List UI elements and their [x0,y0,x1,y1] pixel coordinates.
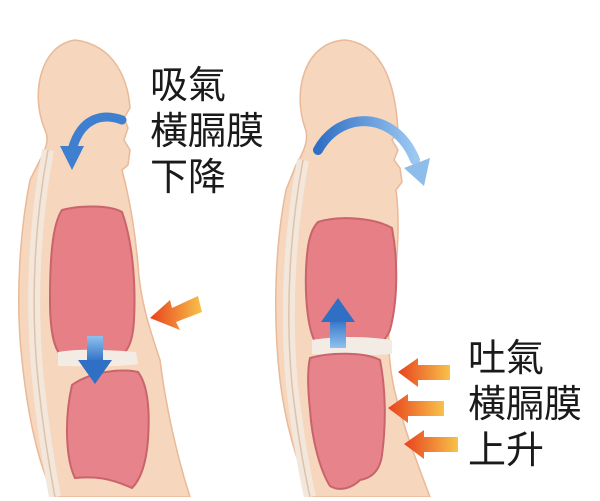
inhale-lungs [48,205,136,357]
inhale-pressure-arrow [150,296,202,330]
exhale-pressure-arrow-2 [388,394,444,423]
exhale-lungs [304,217,398,347]
inhale-stomach [66,369,150,490]
exhale-airflow-arrow [313,116,420,165]
exhale-pressure-arrow-3 [404,430,458,459]
inhale-caption-line-3: 下降 [150,155,227,199]
exhale-pressure-arrow-1 [398,358,450,387]
diaphragm-up-arrow [321,298,355,348]
exhale-caption-line-2: 橫膈膜 [468,382,583,426]
exhale-diaphragm [312,337,392,356]
diaphragm-down-arrow [78,336,112,384]
inhale-caption-line-1: 吸氣 [150,63,227,107]
exhale-caption-line-3: 上升 [468,428,545,472]
inhale-caption: 吸氣 橫膈膜 下降 [150,62,264,200]
exhale-caption-line-1: 吐氣 [468,336,545,380]
inhale-airflow-arrow [67,112,127,155]
inhale-figure [18,39,202,499]
exhale-stomach [307,352,386,490]
inhale-caption-line-2: 橫膈膜 [150,109,265,153]
exhale-figure [274,39,458,499]
exhale-caption: 吐氣 橫膈膜 上升 [468,335,582,473]
